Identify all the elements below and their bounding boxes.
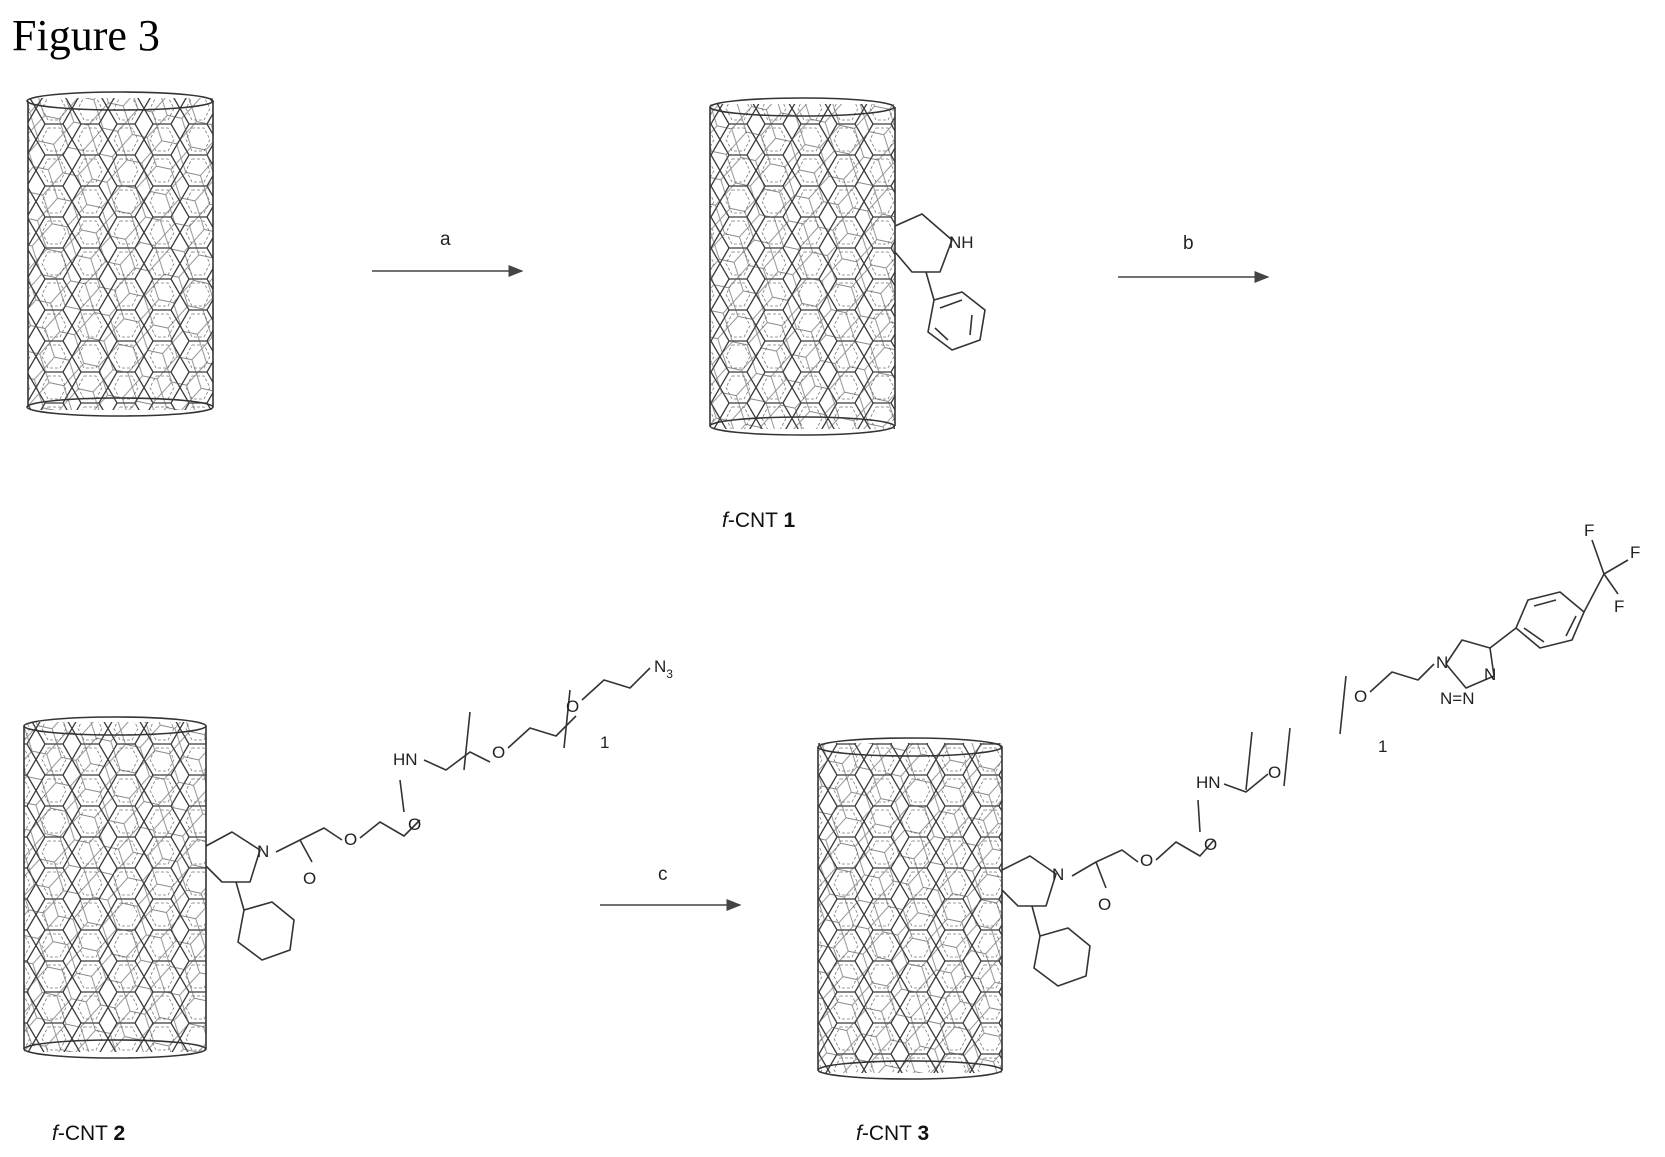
fluorine-2: F	[1630, 543, 1640, 562]
ether-o3-fcnt2: O	[566, 697, 579, 716]
svg-text:N: N	[1436, 653, 1448, 672]
ether-o2-fcnt2: O	[492, 743, 505, 762]
nh-atom: NH	[949, 233, 974, 252]
n-atom-fcnt2: N	[257, 842, 269, 861]
side-chain-fcnt2: N O O O HN O 1 O N3	[206, 657, 673, 960]
nanotube-fcnt1	[710, 98, 895, 435]
trifluoromethylphenyl: F F F	[1516, 521, 1640, 648]
pyrrolidine-fcnt1: NH	[895, 214, 985, 350]
repeat-n-fcnt2: 1	[600, 733, 609, 752]
nanotube-fcnt2	[24, 717, 206, 1058]
figure-title: Figure 3	[12, 11, 160, 60]
svg-text:N: N	[1484, 665, 1496, 684]
triazole-ring: N N=N N	[1436, 640, 1496, 708]
step-label-a: a	[440, 229, 451, 250]
caption-fcnt1: f-CNT 1	[722, 509, 795, 532]
caption-fcnt2: f-CNT 2	[52, 1122, 125, 1145]
hn-atom-fcnt3: HN	[1196, 773, 1221, 792]
ether-o-fcnt3: O	[1140, 851, 1153, 870]
svg-text:N=N: N=N	[1440, 689, 1474, 708]
repeat-n-fcnt3: 1	[1378, 737, 1387, 756]
carbonyl-o-fcnt2: O	[303, 869, 316, 888]
nanotube-fcnt3	[818, 738, 1002, 1079]
ether-o3-fcnt3: O	[1354, 687, 1367, 706]
ether-o-fcnt2: O	[344, 830, 357, 849]
side-chain-fcnt3: N O O O HN O 1 O N N=N N F F F	[1002, 521, 1640, 986]
fluorine-3: F	[1614, 597, 1624, 616]
reaction-arrow-c: c	[600, 864, 740, 905]
caption-fcnt3: f-CNT 3	[856, 1122, 929, 1145]
reaction-arrow-a: a	[372, 229, 522, 271]
reaction-arrow-b: b	[1118, 233, 1268, 277]
hn-atom-fcnt2: HN	[393, 750, 418, 769]
carbonyl-o-fcnt3: O	[1098, 895, 1111, 914]
n-atom-fcnt3: N	[1052, 865, 1064, 884]
step-label-c: c	[658, 864, 668, 885]
ether-o2-fcnt3: O	[1268, 763, 1281, 782]
step-label-b: b	[1183, 233, 1194, 254]
azide-group: N3	[654, 657, 673, 681]
nanotube-pristine	[27, 92, 213, 416]
amide-o-fcnt2: O	[408, 815, 421, 834]
amide-o-fcnt3: O	[1204, 835, 1217, 854]
fluorine-1: F	[1584, 521, 1594, 540]
